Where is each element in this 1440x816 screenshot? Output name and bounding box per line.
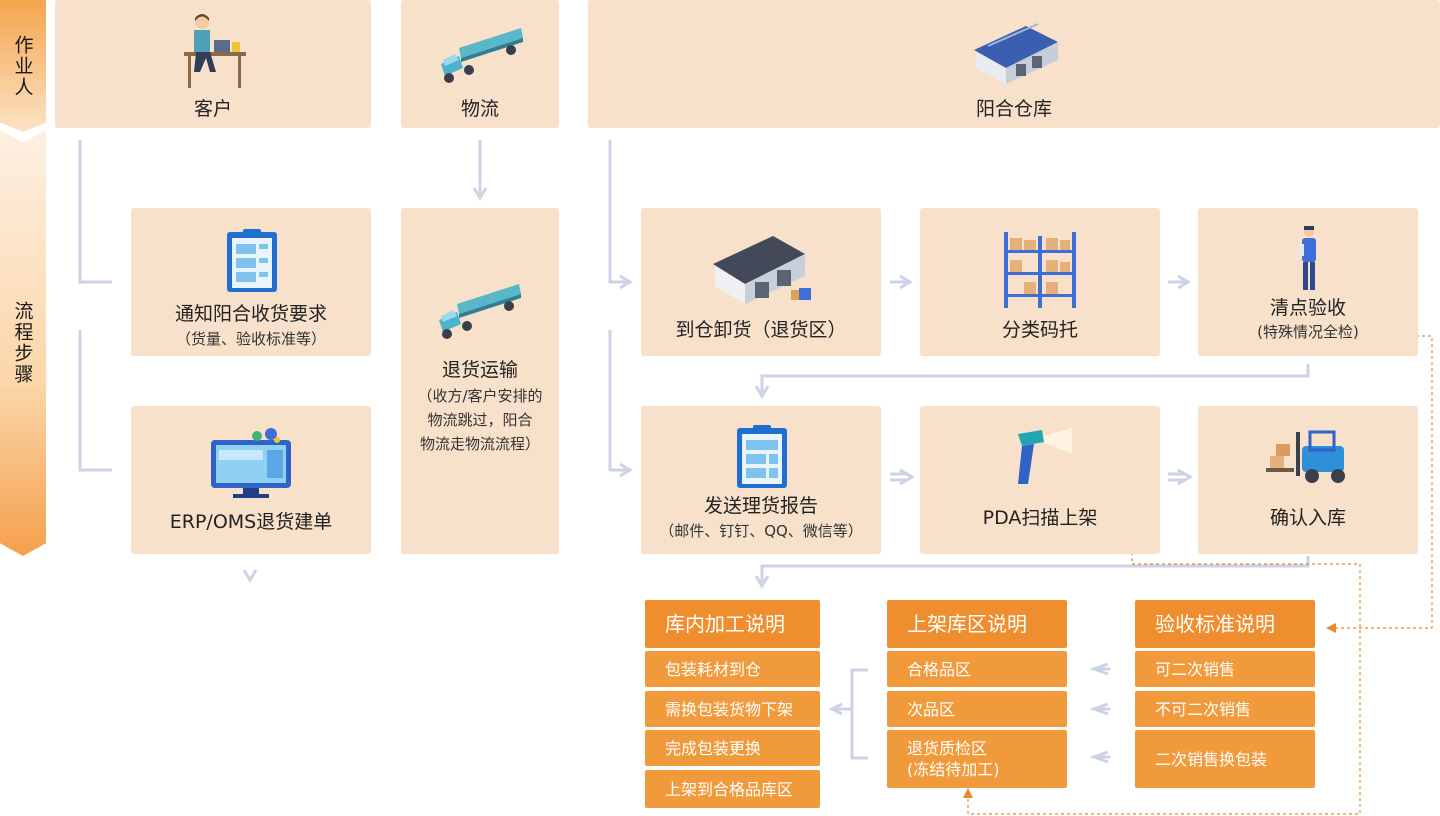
panel-shelving-item-line: (冻结待加工) [907, 760, 1000, 779]
panel-shelving-item-line: 退货质检区 [907, 739, 988, 758]
shelving-rack-icon [1004, 232, 1076, 308]
step-sort-title: 分类码托 [1001, 319, 1078, 341]
actor-warehouse: 阳合仓库 [588, 0, 1440, 128]
step-pda-title: PDA扫描上架 [982, 507, 1098, 529]
connector-inspect-report [760, 364, 1310, 392]
step-notify: 通知阳合收货要求 （货量、验收标准等） [131, 208, 371, 356]
step-unload-title: 到仓卸货（退货区） [675, 319, 847, 341]
clipboard-icon [227, 229, 277, 292]
lane-actor-label: 作业人 [0, 0, 46, 132]
actor-logistics: 物流 [401, 0, 559, 128]
step-notify-sub: （货量、验收标准等） [175, 330, 326, 348]
step-transport-sub-1: （收方/客户安排的 [417, 387, 543, 405]
panel-acceptance-item: 不可二次销售 [1135, 691, 1315, 727]
warehouse-icon [713, 236, 811, 304]
step-inspect-sub: (特殊情况全检) [1257, 323, 1359, 341]
panel-acceptance-item: 可二次销售 [1135, 651, 1315, 687]
step-transport-sub-3: 物流走物流流程） [419, 435, 540, 453]
barcode-scanner-icon [1018, 428, 1072, 484]
step-erp-title: ERP/OMS退货建单 [169, 511, 333, 533]
step-unload: 到仓卸货（退货区） [641, 208, 881, 356]
dotted-pda-shelving [967, 534, 1361, 815]
actor-logistics-label: 物流 [460, 98, 499, 120]
arrow-erp-down [242, 569, 258, 583]
panel-acceptance-item: 二次销售换包装 [1135, 730, 1315, 788]
panel-shelving-item: 次品区 [887, 691, 1067, 727]
warehouse-icon [974, 23, 1058, 84]
connector-warehouse-unload [608, 140, 628, 284]
computer-icon [211, 428, 291, 498]
actor-customer: 客户 [55, 0, 371, 128]
step-report-title: 发送理货报告 [703, 495, 818, 517]
step-report-sub: （邮件、钉钉、QQ、微信等） [659, 522, 863, 540]
step-inspect-title: 清点验收 [1269, 297, 1346, 319]
step-report: 发送理货报告 （邮件、钉钉、QQ、微信等） [641, 406, 881, 554]
panel-processing-item: 上架到合格品库区 [645, 770, 820, 808]
truck-icon [441, 28, 523, 83]
panel-processing-item: 包装耗材到仓 [645, 651, 820, 687]
actor-customer-label: 客户 [193, 98, 232, 120]
step-transport-title: 退货运输 [441, 359, 518, 381]
connector-warehouse-report [608, 330, 628, 472]
actor-warehouse-label: 阳合仓库 [975, 98, 1052, 120]
panel-processing-item: 完成包装更换 [645, 730, 820, 766]
lane-process-label: 流程步骤 [0, 130, 46, 556]
panel-shelving-item: 合格品区 [887, 651, 1067, 687]
step-erp: ERP/OMS退货建单 [131, 406, 371, 554]
step-transport: 退货运输 （收方/客户安排的 物流跳过，阳合 物流走物流流程） [401, 208, 559, 554]
step-transport-sub-2: 物流跳过，阳合 [427, 411, 533, 429]
step-inspect: 清点验收 (特殊情况全检) [1198, 208, 1418, 356]
connector-customer-notify [78, 140, 112, 284]
worker-icon [1298, 226, 1316, 290]
panel-shelving-item-quarantine: 退货质检区 (冻结待加工) [887, 730, 1067, 788]
clipboard-icon [737, 425, 787, 488]
panel-acceptance-header: 验收标准说明 [1135, 600, 1315, 648]
person-at-desk-icon [184, 14, 246, 88]
panel-shelving-header: 上架库区说明 [887, 600, 1067, 648]
panel-processing-header: 库内加工说明 [645, 600, 820, 648]
truck-icon [439, 284, 521, 339]
connector-customer-erp [78, 330, 112, 472]
step-sort: 分类码托 [920, 208, 1160, 356]
connector-confirm-panels [760, 556, 1310, 582]
step-confirm-title: 确认入库 [1269, 507, 1346, 529]
step-confirm: 确认入库 [1198, 406, 1418, 554]
dotted-inspect-acceptance [1332, 335, 1433, 629]
step-pda: PDA扫描上架 [920, 406, 1160, 554]
step-notify-title: 通知阳合收货要求 [174, 303, 327, 325]
forklift-icon [1266, 430, 1345, 483]
panel-processing-item: 需换包装货物下架 [645, 691, 820, 727]
